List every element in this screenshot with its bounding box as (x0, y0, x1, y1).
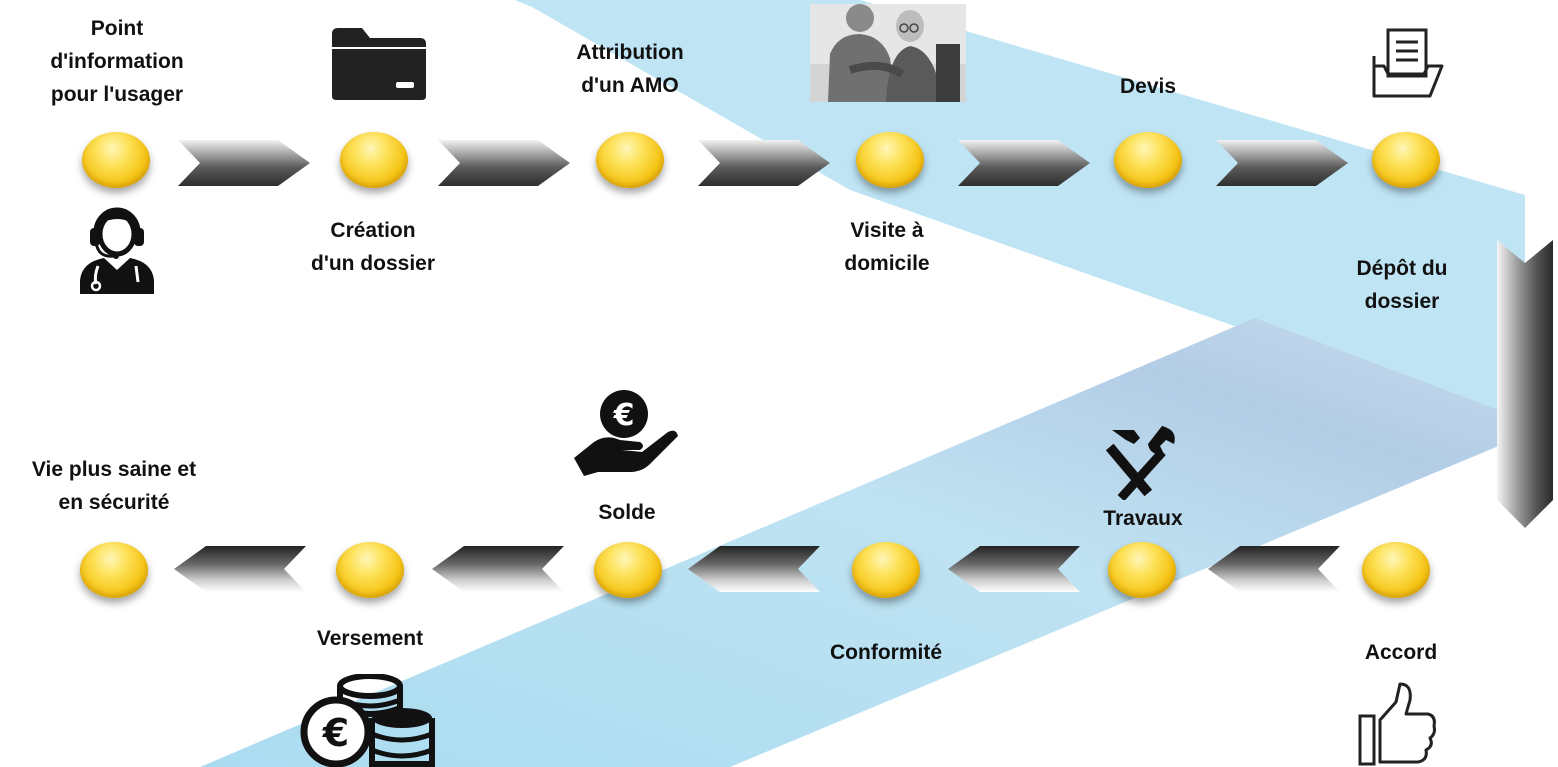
arrow-right (178, 140, 310, 186)
thumbs-up-icon (1358, 682, 1436, 766)
node-vie (80, 542, 148, 598)
label-devis: Devis (1119, 75, 1177, 98)
arrow-down (1497, 240, 1553, 528)
arrow-left (174, 546, 306, 592)
arrow-left (432, 546, 564, 592)
arrows-bottom-row (174, 546, 1340, 592)
document-tray-icon (1372, 28, 1444, 98)
arrow-right (698, 140, 830, 186)
node-creation (340, 132, 408, 188)
node-info (82, 132, 150, 188)
arrow-right (1216, 140, 1348, 186)
node-travaux (1108, 542, 1176, 598)
bottom-band (200, 318, 1525, 767)
node-visite (856, 132, 924, 188)
top-band-fill (515, 0, 1525, 420)
svg-text:€: € (322, 711, 349, 755)
node-accord (1362, 542, 1430, 598)
euro-coin-hand-icon: € (574, 390, 678, 476)
node-amo (596, 132, 664, 188)
label-solde: Solde (598, 501, 656, 524)
svg-text:€: € (613, 398, 635, 433)
label-versement: Versement (316, 627, 424, 650)
euro-coins-stack-icon: € (300, 674, 435, 767)
hammer-wrench-icon (1105, 426, 1175, 500)
folder-icon (332, 28, 426, 100)
headset-doctor-icon (80, 207, 154, 294)
label-travaux: Travaux (1103, 507, 1183, 530)
label-accord: Accord (1364, 641, 1438, 664)
node-versement (336, 542, 404, 598)
arrow-left (948, 546, 1080, 592)
node-depot (1372, 132, 1440, 188)
node-conformite (852, 542, 920, 598)
arrow-left (688, 546, 820, 592)
node-devis (1114, 132, 1182, 188)
home-visit-photo (810, 4, 966, 102)
label-conformite: Conformité (830, 641, 942, 664)
arrow-left (1208, 546, 1340, 592)
top-band (520, 0, 1500, 420)
arrow-right (958, 140, 1090, 186)
arrows-top-row (178, 140, 1348, 186)
node-solde (594, 542, 662, 598)
arrow-right (438, 140, 570, 186)
